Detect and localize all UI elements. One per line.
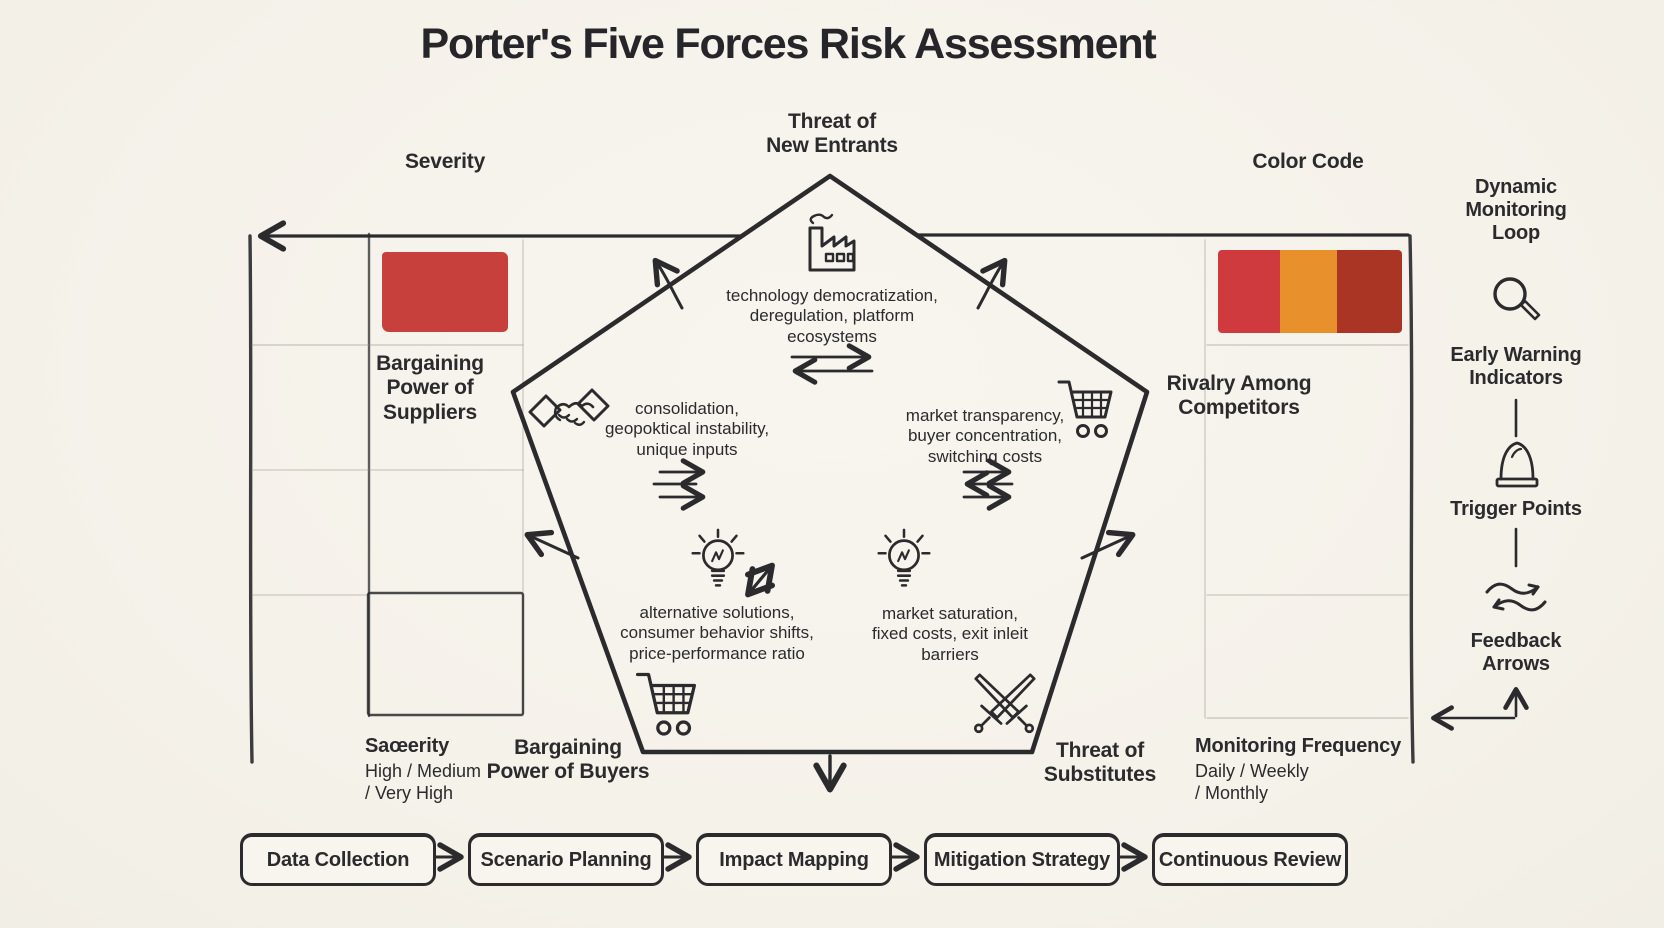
edge-crossing-arrows xyxy=(524,257,1136,560)
color-code-table-grid xyxy=(1204,234,1415,764)
flow-step-impact-mapping: Impact Mapping xyxy=(696,833,892,886)
monitoring-step-trigger-points: Trigger Points xyxy=(1450,498,1582,520)
force-rivalry: Rivalry Among Competitors xyxy=(1166,372,1312,420)
flow-step-continuous-review: Continuous Review xyxy=(1152,833,1348,886)
drivers-buyers: market transparency, buyer concentration… xyxy=(905,406,1065,466)
drivers-new-entrants: technology democratization, deregulation… xyxy=(726,286,938,346)
flow-step-label: Impact Mapping xyxy=(719,848,869,871)
flow-step-label: Scenario Planning xyxy=(480,848,652,871)
force-suppliers: Bargaining Power of Suppliers xyxy=(376,352,484,424)
exchange-arrows-icon xyxy=(652,458,706,511)
code-swatch-dark-red xyxy=(1337,250,1402,333)
drivers-suppliers: consolidation, geopoktical instability, … xyxy=(604,399,770,459)
force-buyers: Bargaining Power of Buyers xyxy=(486,736,650,784)
flow-step-label: Mitigation Strategy xyxy=(933,848,1111,871)
drivers-rivalry: market saturation, fixed costs, exit inl… xyxy=(872,604,1028,664)
monitoring-frequency-title: Monitoring Frequency xyxy=(1195,735,1402,757)
flow-step-label: Continuous Review xyxy=(1158,848,1342,871)
pentagon-outline xyxy=(510,173,1150,793)
flow-step-scenario-planning: Scenario Planning xyxy=(468,833,664,886)
severity-header: Severity xyxy=(404,150,486,173)
monitoring-loop-header: Dynamic Monitoring Loop xyxy=(1465,176,1567,244)
color-code-swatches xyxy=(1218,250,1402,333)
color-code-header: Color Code xyxy=(1252,150,1364,173)
severity-table-grid xyxy=(248,232,525,764)
severity-swatch xyxy=(382,252,508,332)
diagonal-double-arrow-icon xyxy=(744,562,776,598)
code-swatch-red xyxy=(1218,250,1280,333)
flow-step-data-collection: Data Collection xyxy=(240,833,436,886)
force-substitutes: Threat of Substitutes xyxy=(1043,739,1157,787)
monitoring-step-early-warning: Early Warning Indicators xyxy=(1450,344,1582,389)
flow-step-label: Data Collection xyxy=(266,848,410,871)
monitoring-step-feedback-arrows: Feedback Arrows xyxy=(1470,630,1562,675)
severity-legend-title: Saœerity xyxy=(365,735,449,757)
exchange-arrows-icon xyxy=(962,458,1014,511)
severity-axis-arrow xyxy=(257,220,1410,252)
drivers-substitutes: alternative solutions, consumer behavior… xyxy=(620,603,814,663)
code-swatch-orange xyxy=(1280,250,1337,333)
flow-step-mitigation-strategy: Mitigation Strategy xyxy=(924,833,1120,886)
exchange-arrows-icon xyxy=(790,343,874,385)
monitoring-frequency-values: Daily / Weekly / Monthly xyxy=(1195,761,1309,803)
force-threat-new-entrants: Threat of New Entrants xyxy=(766,110,898,158)
monitoring-loop-connectors xyxy=(1431,398,1529,731)
page-title: Porter's Five Forces Risk Assessment xyxy=(420,20,1156,68)
severity-legend-values: High / Medium / Very High xyxy=(365,761,482,803)
